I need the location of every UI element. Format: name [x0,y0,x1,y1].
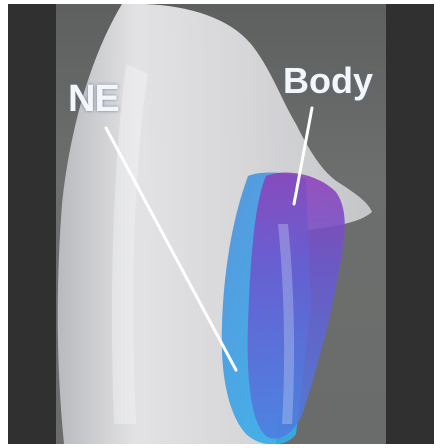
left-dark-border [8,4,56,444]
body-label: Body [283,60,373,102]
ne-label: NE [68,78,119,121]
right-dark-border [386,4,434,444]
body-region [248,173,345,439]
